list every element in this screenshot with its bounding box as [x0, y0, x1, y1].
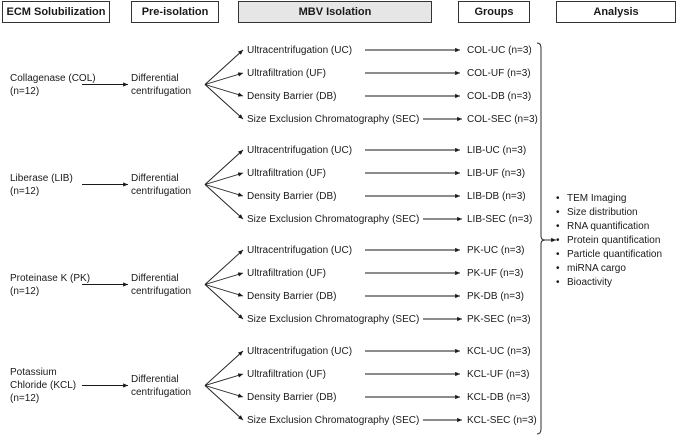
header-mbv-isolation: MBV Isolation [238, 1, 432, 23]
group-label: KCL-SEC (n=3) [467, 414, 537, 426]
analysis-item: TEM Imaging [556, 192, 662, 206]
method-label: Size Exclusion Chromatography (SEC) [247, 313, 420, 325]
fan-arrow [204, 373, 244, 386]
fan-arrow [204, 172, 244, 185]
group-label: KCL-DB (n=3) [467, 391, 531, 403]
method-label: Density Barrier (DB) [247, 90, 337, 102]
fan-arrow [204, 350, 244, 386]
group-label: LIB-UF (n=3) [467, 167, 526, 179]
fan-arrow [204, 84, 244, 120]
group-label: PK-DB (n=3) [467, 290, 524, 302]
solubilization-label: Proteinase K (PK)(n=12) [10, 272, 91, 297]
method-label: Ultrafiltration (UF) [247, 267, 326, 279]
group-label: LIB-UC (n=3) [467, 144, 527, 156]
method-label: Ultrafiltration (UF) [247, 368, 326, 380]
fan-arrow [204, 149, 244, 185]
analysis-item: Protein quantification [556, 234, 662, 248]
method-label: Ultracentrifugation (UC) [247, 144, 353, 156]
group-label: KCL-UC (n=3) [467, 345, 531, 357]
fan-arrow [204, 84, 244, 97]
method-label: Ultracentrifugation (UC) [247, 345, 353, 357]
group-label: LIB-DB (n=3) [467, 190, 526, 202]
method-label: Size Exclusion Chromatography (SEC) [247, 414, 420, 426]
group-bracket [536, 42, 546, 435]
method-label: Ultrafiltration (UF) [247, 167, 326, 179]
fan-arrow [204, 72, 244, 85]
group-label: KCL-UF (n=3) [467, 368, 530, 380]
fan-arrow [204, 385, 244, 398]
method-label: Size Exclusion Chromatography (SEC) [247, 113, 420, 125]
header-groups: Groups [458, 1, 530, 23]
analysis-item: Particle quantification [556, 248, 662, 262]
fan-arrow [204, 49, 244, 85]
group-label: COL-SEC (n=3) [467, 113, 538, 125]
analysis-list: TEM ImagingSize distributionRNA quantifi… [556, 192, 662, 290]
group-label: COL-DB (n=3) [467, 90, 532, 102]
fan-arrow [204, 184, 244, 197]
fan-arrow [204, 249, 244, 285]
analysis-item: Bioactivity [556, 276, 662, 290]
header-analysis: Analysis [556, 1, 676, 23]
group-label: PK-UC (n=3) [467, 244, 525, 256]
header-pre-isolation: Pre-isolation [131, 1, 219, 23]
fan-arrow [204, 184, 244, 220]
analysis-item: RNA quantification [556, 220, 662, 234]
group-label: COL-UF (n=3) [467, 67, 531, 79]
fan-arrow [204, 385, 244, 421]
solubilization-label: Collagenase (COL)(n=12) [10, 72, 96, 97]
analysis-item: Size distribution [556, 206, 662, 220]
fan-arrow [204, 284, 244, 320]
group-label: COL-UC (n=3) [467, 44, 532, 56]
method-label: Ultrafiltration (UF) [247, 67, 326, 79]
method-label: Density Barrier (DB) [247, 391, 337, 403]
method-label: Ultracentrifugation (UC) [247, 44, 353, 56]
fan-arrow [204, 272, 244, 285]
method-label: Density Barrier (DB) [247, 290, 337, 302]
group-label: LIB-SEC (n=3) [467, 213, 533, 225]
solubilization-label: Liberase (LIB)(n=12) [10, 172, 73, 197]
method-label: Size Exclusion Chromatography (SEC) [247, 213, 420, 225]
analysis-item: miRNA cargo [556, 262, 662, 276]
method-label: Ultracentrifugation (UC) [247, 244, 353, 256]
fan-arrow [204, 284, 244, 297]
group-label: PK-UF (n=3) [467, 267, 524, 279]
method-label: Density Barrier (DB) [247, 190, 337, 202]
header-ecm-solubilization: ECM Solubilization [2, 1, 110, 23]
group-label: PK-SEC (n=3) [467, 313, 531, 325]
